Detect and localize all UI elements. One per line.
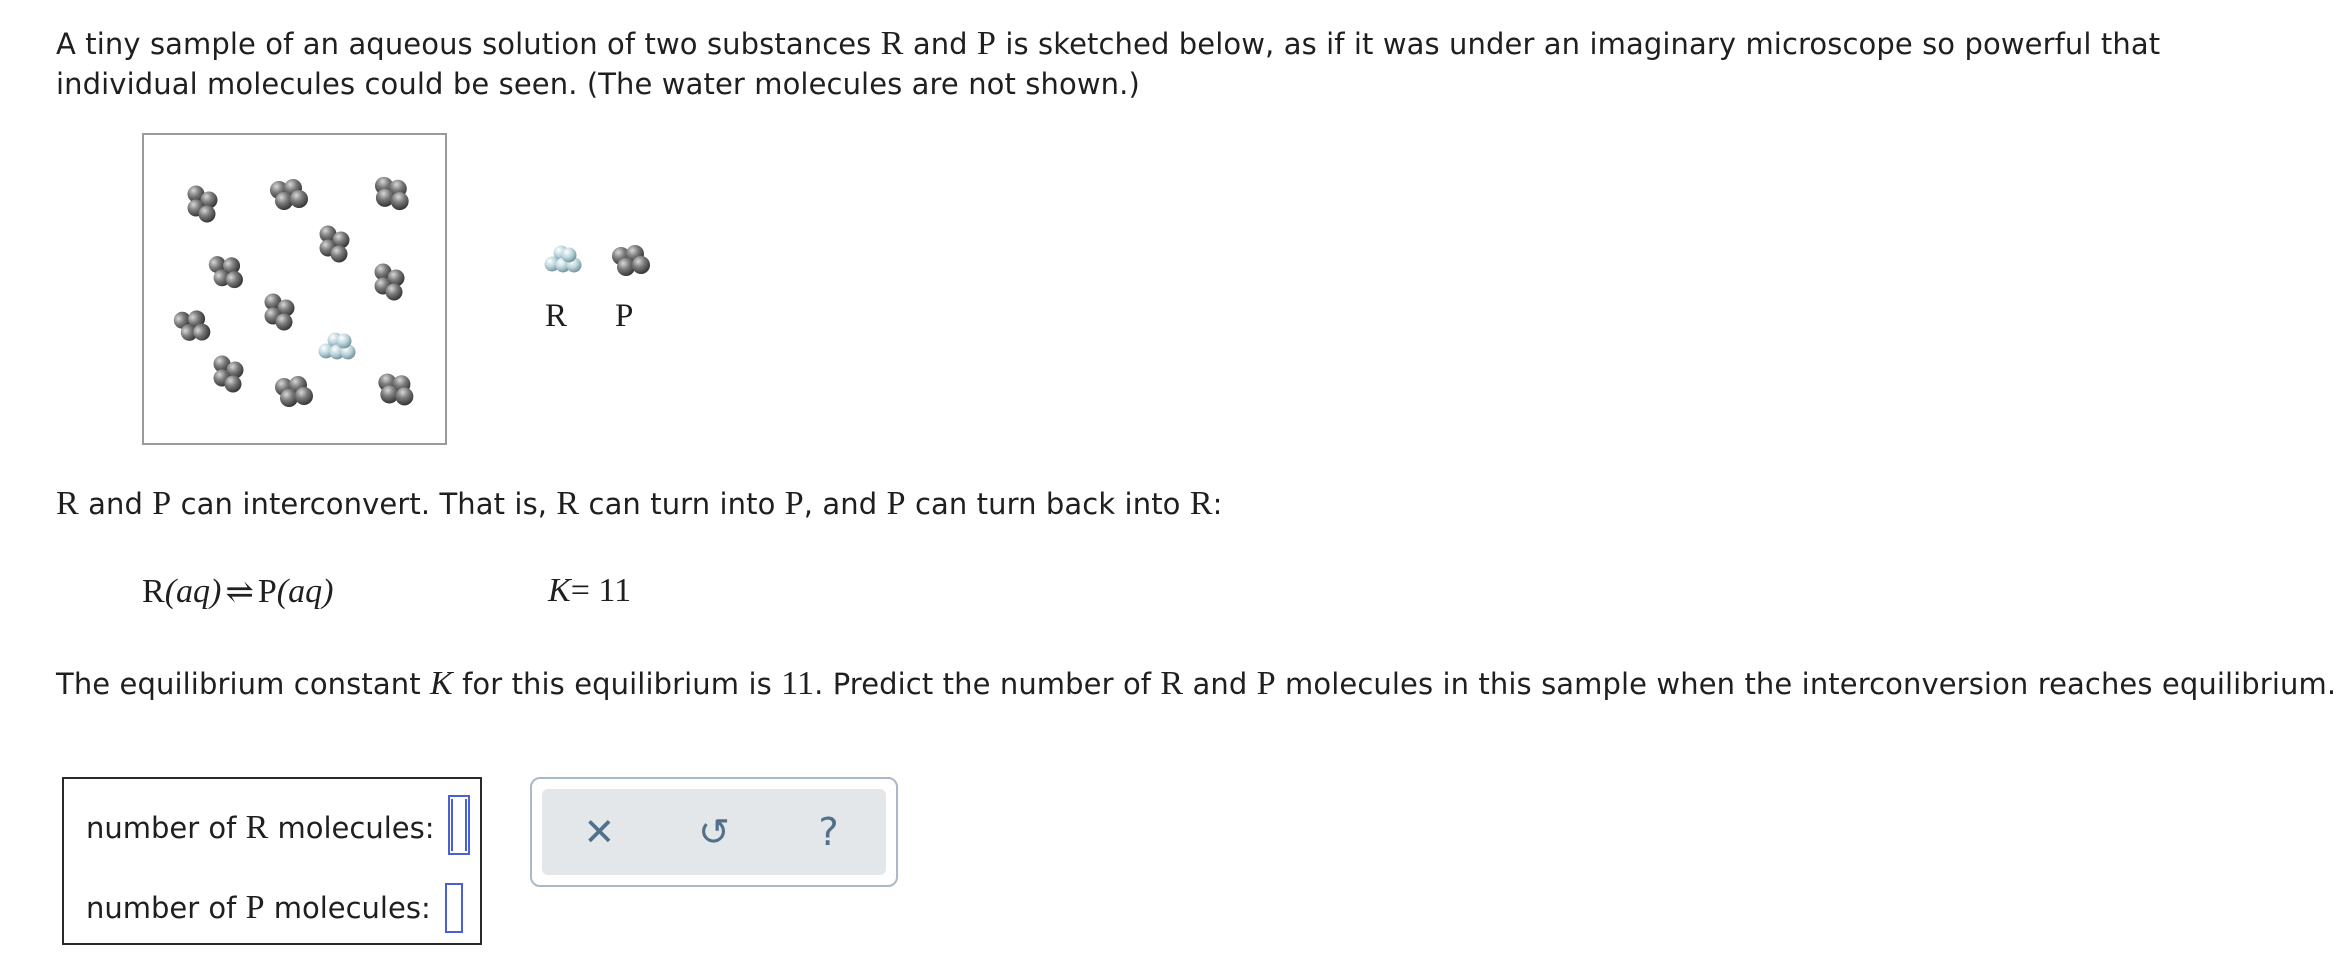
symbol-r: R (245, 809, 269, 846)
symbol-p: P (977, 25, 997, 62)
intro-part: is sketched below, as if it was under an… (56, 27, 2161, 101)
text-part: can interconvert. That is, (171, 487, 557, 521)
undo-button[interactable]: ↺ (684, 802, 744, 862)
symbol-r: R (556, 485, 580, 522)
p-molecule (264, 293, 295, 331)
symbol-p: P (245, 889, 265, 926)
symbol-p: P (886, 485, 906, 522)
p-molecule (170, 302, 216, 350)
close-icon: ✕ (583, 810, 616, 854)
intro-text: A tiny sample of an aqueous solution of … (56, 24, 2296, 104)
equation-product: P (257, 573, 277, 610)
help-icon: ? (818, 810, 839, 854)
reaction-equation: R(aq)⇌P(aq) (142, 572, 333, 612)
text-part: for this equilibrium is (452, 667, 782, 701)
equilibrium-constant: K= 11 (548, 572, 631, 610)
p-molecule (213, 355, 244, 393)
label-part: number of (86, 811, 246, 845)
molecule-legend: R P (530, 230, 670, 350)
equation-product-phase: (aq) (276, 573, 334, 610)
toolbar-buttons: ✕ ↺ ? (542, 789, 886, 875)
answer-toolbar: ✕ ↺ ? (530, 777, 898, 887)
label-part: number of (86, 891, 246, 925)
p-molecule (270, 179, 308, 210)
sample-image (142, 133, 447, 445)
text-part: . Predict the number of (814, 667, 1161, 701)
answer-label-p: number of P molecules: (86, 889, 431, 927)
equation-reactant: R (142, 573, 165, 610)
equilibrium-arrow-icon: ⇌ (225, 574, 254, 611)
p-molecule (368, 172, 415, 215)
text-part: molecules in this sample when the interc… (1275, 667, 2337, 701)
clear-button[interactable]: ✕ (569, 802, 629, 862)
legend-r-molecule (544, 245, 582, 273)
text-part: can turn into (579, 487, 785, 521)
intro-part: and (903, 27, 977, 61)
k-symbol: K (548, 572, 571, 609)
answer-panel: number of R molecules: number of P molec… (62, 777, 482, 945)
answer-label-r: number of R molecules: (86, 809, 434, 847)
legend-molecules (544, 245, 650, 276)
text-part: The equilibrium constant (56, 667, 430, 701)
p-molecule (374, 263, 405, 301)
label-part: molecules: (264, 891, 431, 925)
k-symbol: K (429, 665, 453, 702)
r-molecule (318, 332, 356, 360)
p-count-input[interactable] (444, 883, 463, 933)
intro-part: A tiny sample of an aqueous solution of … (56, 27, 881, 61)
symbol-r: R (1189, 485, 1213, 522)
label-part: molecules: (268, 811, 435, 845)
p-molecule (187, 185, 218, 223)
molecule-sketch (170, 172, 419, 410)
legend-r-label: R (545, 298, 568, 334)
text-part: and (1183, 667, 1257, 701)
answer-row-p: number of P molecules: (86, 883, 463, 933)
undo-icon: ↺ (698, 810, 730, 854)
text-part: can turn back into (905, 487, 1190, 521)
symbol-r: R (1160, 665, 1184, 702)
text-part: : (1212, 487, 1223, 521)
r-count-input[interactable] (448, 795, 471, 855)
interconvert-text: R and P can interconvert. That is, R can… (56, 484, 1222, 524)
symbol-p: P (152, 485, 172, 522)
p-molecule (206, 249, 248, 295)
question-text: The equilibrium constant K for this equi… (56, 664, 2336, 704)
symbol-p: P (1256, 665, 1276, 702)
k-value: = 11 (570, 572, 632, 609)
p-molecule (275, 376, 313, 407)
symbol-p: P (784, 485, 804, 522)
k-value: 11 (781, 665, 815, 702)
legend-p-molecule (612, 245, 650, 276)
answer-row-r: number of R molecules: (86, 795, 471, 855)
equation-reactant-phase: (aq) (164, 573, 222, 610)
symbol-r: R (880, 25, 904, 62)
text-part: , and (803, 487, 887, 521)
help-button[interactable]: ? (799, 802, 859, 862)
text-part: and (78, 487, 153, 521)
p-molecule (319, 225, 350, 263)
legend-p-label: P (615, 298, 634, 334)
symbol-r: R (56, 485, 79, 522)
p-molecule (373, 369, 419, 410)
